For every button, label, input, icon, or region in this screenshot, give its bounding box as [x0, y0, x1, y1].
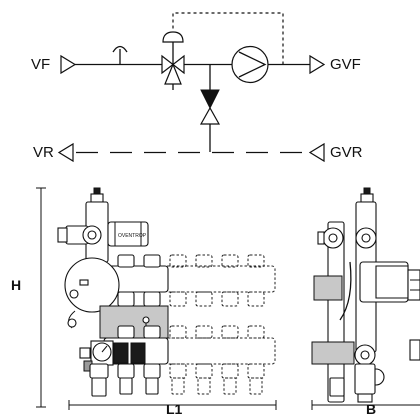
- side-pump: [339, 261, 420, 321]
- label-vf: VF: [31, 56, 50, 73]
- dimension-h: H: [11, 187, 46, 408]
- black-valve-1: [113, 342, 129, 364]
- mixing-valve-symbol: [161, 31, 185, 90]
- black-valve-2: [130, 342, 146, 364]
- front-mixing-valve: [57, 201, 109, 263]
- label-gvr: GVR: [330, 144, 363, 161]
- side-grey-block-lower: [311, 341, 355, 365]
- dimension-l1: L1: [68, 400, 277, 414]
- label-h: H: [11, 277, 21, 293]
- side-grey-block-upper: [313, 275, 343, 301]
- air-vent-symbol: [112, 45, 128, 65]
- front-thermometer: [90, 340, 114, 366]
- inlet-arrow-vf: [60, 54, 77, 75]
- side-view: [311, 187, 420, 403]
- pump-symbol: [231, 45, 269, 84]
- front-view: OVENTROP: [57, 187, 276, 397]
- hydraulic-schematic: VF: [31, 12, 363, 163]
- side-vertical-pipe-left: [327, 221, 345, 403]
- dimension-b: B: [311, 400, 420, 414]
- inlet-arrow-gvr: [308, 142, 325, 163]
- outlet-arrow-vr: [57, 142, 74, 163]
- front-air-vent: [90, 187, 104, 203]
- label-l1: L1: [166, 401, 183, 414]
- label-vr: VR: [33, 144, 54, 161]
- front-bottom-connections: [89, 363, 161, 397]
- bypass-check-valve: [199, 64, 221, 152]
- control-line: [172, 12, 284, 65]
- label-b: B: [366, 401, 376, 414]
- outlet-arrow-gvf: [309, 54, 326, 75]
- label-gvf: GVF: [330, 56, 361, 73]
- thermostatic-head: OVENTROP: [107, 221, 149, 247]
- brand-text: OVENTROP: [118, 233, 147, 239]
- extension-circuits-ghost: [164, 254, 276, 395]
- front-pump: [64, 257, 120, 329]
